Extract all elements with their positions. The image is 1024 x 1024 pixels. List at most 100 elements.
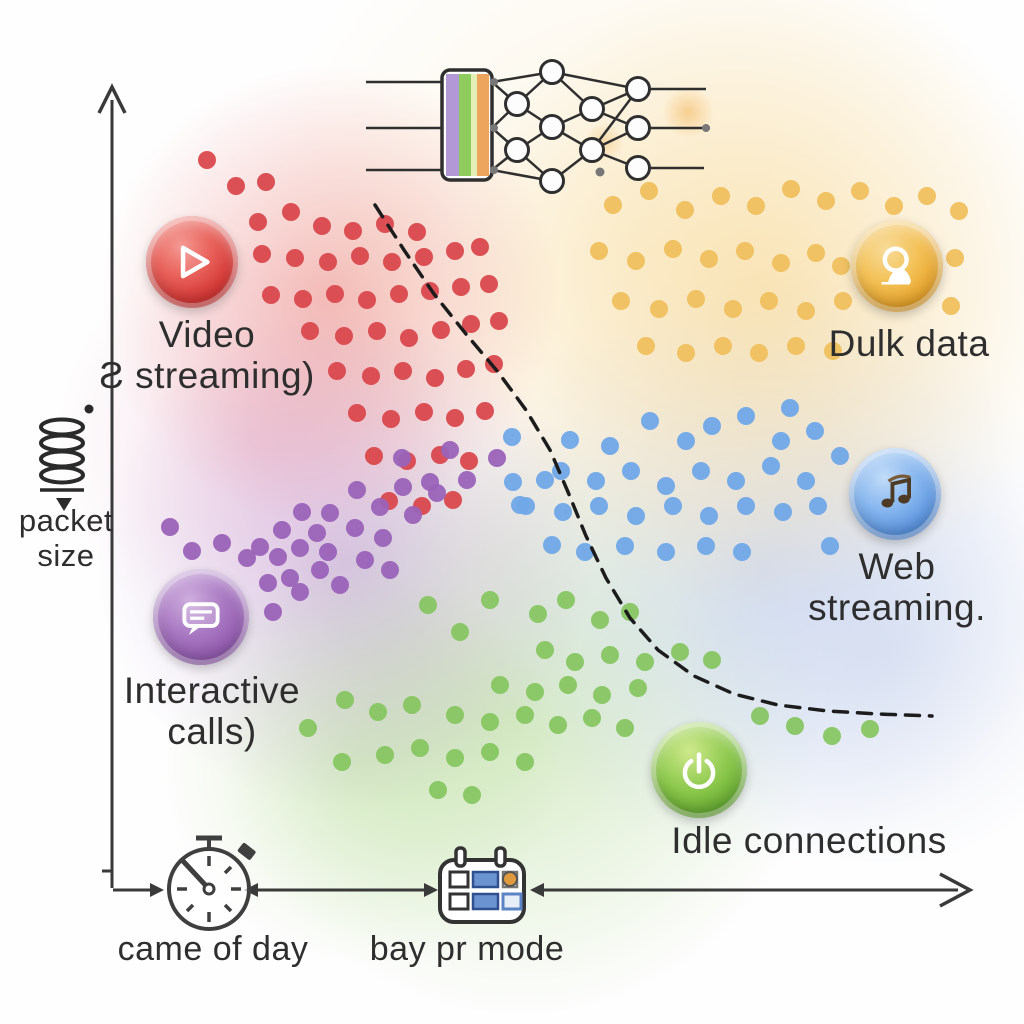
bulk-data-dot [676, 201, 694, 219]
video-streaming-dot [432, 321, 450, 339]
idle-connections-dot [559, 676, 577, 694]
chat-bubble-icon [182, 602, 220, 635]
web-streaming-dot [622, 462, 640, 480]
video-streaming-dot [460, 452, 478, 470]
neural-network-icon [366, 59, 710, 194]
video-streaming-dot [227, 177, 245, 195]
stopwatch-icon [167, 835, 256, 931]
y-axis-label-line1: packet [18, 503, 114, 538]
video-streaming-dot [408, 223, 426, 241]
bulk-data-dot [918, 187, 936, 205]
web-streaming-dot [809, 497, 827, 515]
interactive-calls-dot [238, 549, 256, 567]
interactive-calls-dot [346, 519, 364, 537]
music-note-icon [881, 474, 911, 508]
web-streaming-dot [677, 432, 695, 450]
web-streaming-dot [797, 472, 815, 490]
interactive-calls-dot [381, 561, 399, 579]
idle-connections-dot [629, 679, 647, 697]
web-streaming-dot [700, 507, 718, 525]
web-streaming-dot [733, 543, 751, 561]
web-streaming-dot [641, 412, 659, 430]
idle-connections-dot [591, 611, 609, 629]
interactive-calls-badge [153, 569, 249, 665]
interactive-calls-dot [348, 481, 366, 499]
interactive-calls-dot [393, 449, 411, 467]
video-streaming-badge [146, 216, 238, 308]
interactive-calls-dot [273, 521, 291, 539]
video-streaming-dot [476, 402, 494, 420]
idle-connections-dot [299, 719, 317, 737]
interactive-calls-dot [291, 583, 309, 601]
idle-connections-dot [451, 623, 469, 641]
interactive-calls-dot [259, 574, 277, 592]
bulk-data-dot [627, 252, 645, 270]
bulk-data-badge [851, 220, 943, 312]
interactive-calls-dot [356, 551, 374, 569]
x-axis-tick2-label: bay pr mode [317, 931, 617, 967]
idle-connections-dot [516, 753, 534, 771]
bulk-data-dot [760, 292, 778, 310]
idle-connections-dot [491, 676, 509, 694]
web-streaming-dot [657, 477, 675, 495]
interactive-calls-dot [458, 471, 476, 489]
video-streaming-dot [415, 403, 433, 421]
video-label-line1: Video [158, 314, 256, 355]
idle-connections-dot [333, 753, 351, 771]
video-streaming-dot [400, 329, 418, 347]
web-streaming-dot [692, 462, 710, 480]
video-streaming-dot [462, 315, 480, 333]
video-streaming-dot [490, 312, 508, 330]
bulk-data-dot [590, 242, 608, 260]
video-streaming-dot [471, 238, 489, 256]
idle-connections-dot [429, 781, 447, 799]
web-streaming-dot [554, 503, 572, 521]
video-streaming-dot [446, 409, 464, 427]
idle-connections-dot [446, 749, 464, 767]
video-streaming-dot [348, 404, 366, 422]
idle-connections-dot [481, 713, 499, 731]
web-streaming-dot [774, 503, 792, 521]
web-streaming-dot [762, 457, 780, 475]
idle-connections-dot [583, 709, 601, 727]
web-streaming-dot [831, 447, 849, 465]
web-streaming-dot [727, 472, 745, 490]
bulk-data-dot [950, 202, 968, 220]
web-streaming-dot [504, 473, 522, 491]
interactive-calls-dot [404, 506, 422, 524]
idle-connections-dot [671, 643, 689, 661]
interactive-calls-dot [308, 524, 326, 542]
web-streaming-dot [576, 543, 594, 561]
video-streaming-dot [358, 291, 376, 309]
interactive-calls-dot [488, 449, 506, 467]
idle-connections-dot [861, 720, 879, 738]
bulk-data-dot [700, 250, 718, 268]
interactive-calls-dot [293, 503, 311, 521]
video-streaming-dot [394, 362, 412, 380]
scatter-points [161, 151, 968, 804]
idle-connections-dot [616, 719, 634, 737]
idle-connections-dot [411, 739, 429, 757]
web-streaming-dot [627, 507, 645, 525]
idle-connections-dot [557, 591, 575, 609]
idle-connections-dot [823, 727, 841, 745]
bulk-data-dot [687, 290, 705, 308]
idle-connections-dot [549, 716, 567, 734]
idle-connections-dot [703, 651, 721, 669]
video-streaming-dot [485, 355, 503, 373]
web-streaming-dot [781, 399, 799, 417]
video-streaming-dot [319, 253, 337, 271]
x-axis-tick1-label: came of day [63, 931, 363, 967]
interactive-calls-dot [269, 548, 287, 566]
bulk-data-label: Dulk data [759, 323, 1024, 364]
idle-label-line1: Idle connections [671, 820, 947, 861]
idle-connections-dot [751, 707, 769, 725]
idle-connections-dot [593, 686, 611, 704]
web-streaming-dot [536, 471, 554, 489]
video-streaming-dot [282, 203, 300, 221]
bulk-data-dot [664, 240, 682, 258]
idle-connections-dot [636, 653, 654, 671]
video-streaming-dot [294, 290, 312, 308]
idle-connections-dot [566, 653, 584, 671]
web-label-line2: streaming. [808, 587, 986, 628]
